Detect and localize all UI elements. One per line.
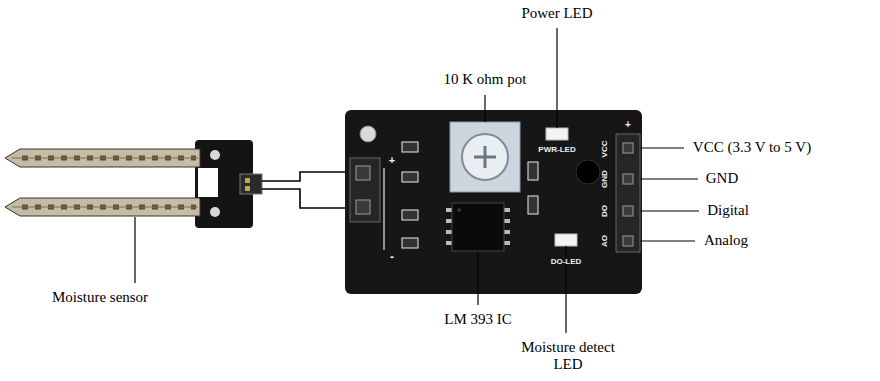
pin-label: GND	[706, 170, 739, 187]
part-label: Moisture sensor	[52, 289, 148, 306]
probe-wires	[262, 172, 358, 208]
part-label: LM 393 IC	[444, 311, 512, 328]
detect-led	[555, 234, 577, 246]
pin-label: Analog	[704, 232, 748, 249]
silkscreen-text: DO-LED	[551, 257, 582, 266]
part-label: Moisture detect LED	[507, 339, 629, 374]
part-label: Power LED	[521, 5, 592, 22]
pin-header	[616, 134, 640, 252]
silkscreen-text: -	[390, 251, 394, 265]
silkscreen-text: VCC	[600, 141, 609, 158]
power-led	[546, 128, 568, 140]
silkscreen-text: AO	[600, 235, 609, 247]
silkscreen-text: PWR-LED	[538, 145, 575, 154]
potentiometer	[450, 122, 520, 192]
silkscreen-text: +	[389, 154, 395, 167]
pin-label: VCC (3.3 V to 5 V)	[693, 139, 811, 156]
part-label: 10 K ohm pot	[444, 71, 527, 88]
leader-lines	[135, 28, 699, 333]
silkscreen-text: GND	[600, 170, 609, 188]
moisture-probe	[5, 140, 262, 228]
silkscreen-text: +	[625, 119, 631, 131]
circuit-board	[345, 110, 642, 294]
pin-label: Digital	[707, 202, 749, 219]
lm393-ic	[446, 203, 510, 251]
silkscreen-text: DO	[600, 205, 609, 217]
